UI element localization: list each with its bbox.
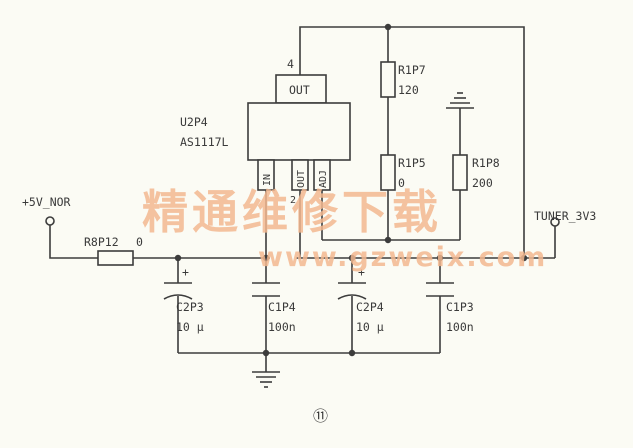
output-terminal: TUNER_3V3 <box>534 209 596 227</box>
svg-text:0: 0 <box>136 235 143 249</box>
pin-out-label: OUT <box>296 170 307 188</box>
tab-out-label: OUT <box>289 83 310 97</box>
watermark-url: www.gzweix.com <box>258 242 547 273</box>
svg-text:C2P4: C2P4 <box>356 300 384 314</box>
svg-text:10 μ: 10 μ <box>176 320 204 334</box>
svg-text:10 μ: 10 μ <box>356 320 384 334</box>
svg-text:0: 0 <box>398 176 405 190</box>
output-net-label: TUNER_3V3 <box>534 209 596 223</box>
svg-text:200: 200 <box>472 176 493 190</box>
resistor-r8p12: R8P12 0 <box>84 235 143 266</box>
pin-number-2: 2 <box>290 195 296 206</box>
svg-text:R1P8: R1P8 <box>472 156 500 170</box>
ground-icon-top <box>446 92 474 122</box>
input-net-label: +5V_NOR <box>22 195 71 209</box>
resistor-r1p5: R1P5 0 <box>380 154 426 191</box>
svg-text:120: 120 <box>398 83 419 97</box>
svg-text:C2P3: C2P3 <box>176 300 204 314</box>
svg-text:100n: 100n <box>446 320 474 334</box>
regulator-u2p4: OUT 4 U2P4 AS1117L IN OUT ADJ 2 <box>180 57 351 206</box>
pin-out-box <box>291 159 309 191</box>
junction-dots <box>174 23 528 357</box>
pin-adj-label: ADJ <box>318 170 329 188</box>
svg-text:R8P12: R8P12 <box>84 235 119 249</box>
ground-icon <box>252 371 280 388</box>
capacitor-c2p4: + C2P4 10 μ <box>337 265 384 334</box>
input-terminal: +5V_NOR <box>22 195 71 226</box>
svg-text:C1P4: C1P4 <box>268 300 296 314</box>
capacitor-c2p3: + C2P3 10 μ <box>163 265 204 334</box>
svg-text:C1P3: C1P3 <box>446 300 474 314</box>
capacitor-c1p4: C1P4 100n <box>252 282 296 334</box>
pin-in-box <box>257 159 275 191</box>
wires <box>49 26 556 372</box>
tab-pin-number: 4 <box>287 57 294 71</box>
polarity-plus-icon: + <box>182 265 189 279</box>
resistor-r1p7: R1P7 120 <box>380 61 426 98</box>
pin-adj-box <box>313 159 331 191</box>
polarity-plus-icon: + <box>358 265 365 279</box>
regulator-tab <box>275 74 327 104</box>
svg-text:100n: 100n <box>268 320 296 334</box>
resistor-r1p8: R1P8 200 <box>452 154 500 191</box>
regulator-part: AS1117L <box>180 135 229 149</box>
svg-text:R1P5: R1P5 <box>398 156 426 170</box>
svg-text:R1P7: R1P7 <box>398 63 426 77</box>
capacitor-c1p3: C1P3 100n <box>426 282 474 334</box>
watermark-cn: 精通维修下载 <box>142 185 442 239</box>
regulator-ref: U2P4 <box>180 115 208 129</box>
pin-in-label: IN <box>262 174 273 186</box>
figure-number: ⑪ <box>313 407 328 425</box>
regulator-body <box>247 102 351 161</box>
